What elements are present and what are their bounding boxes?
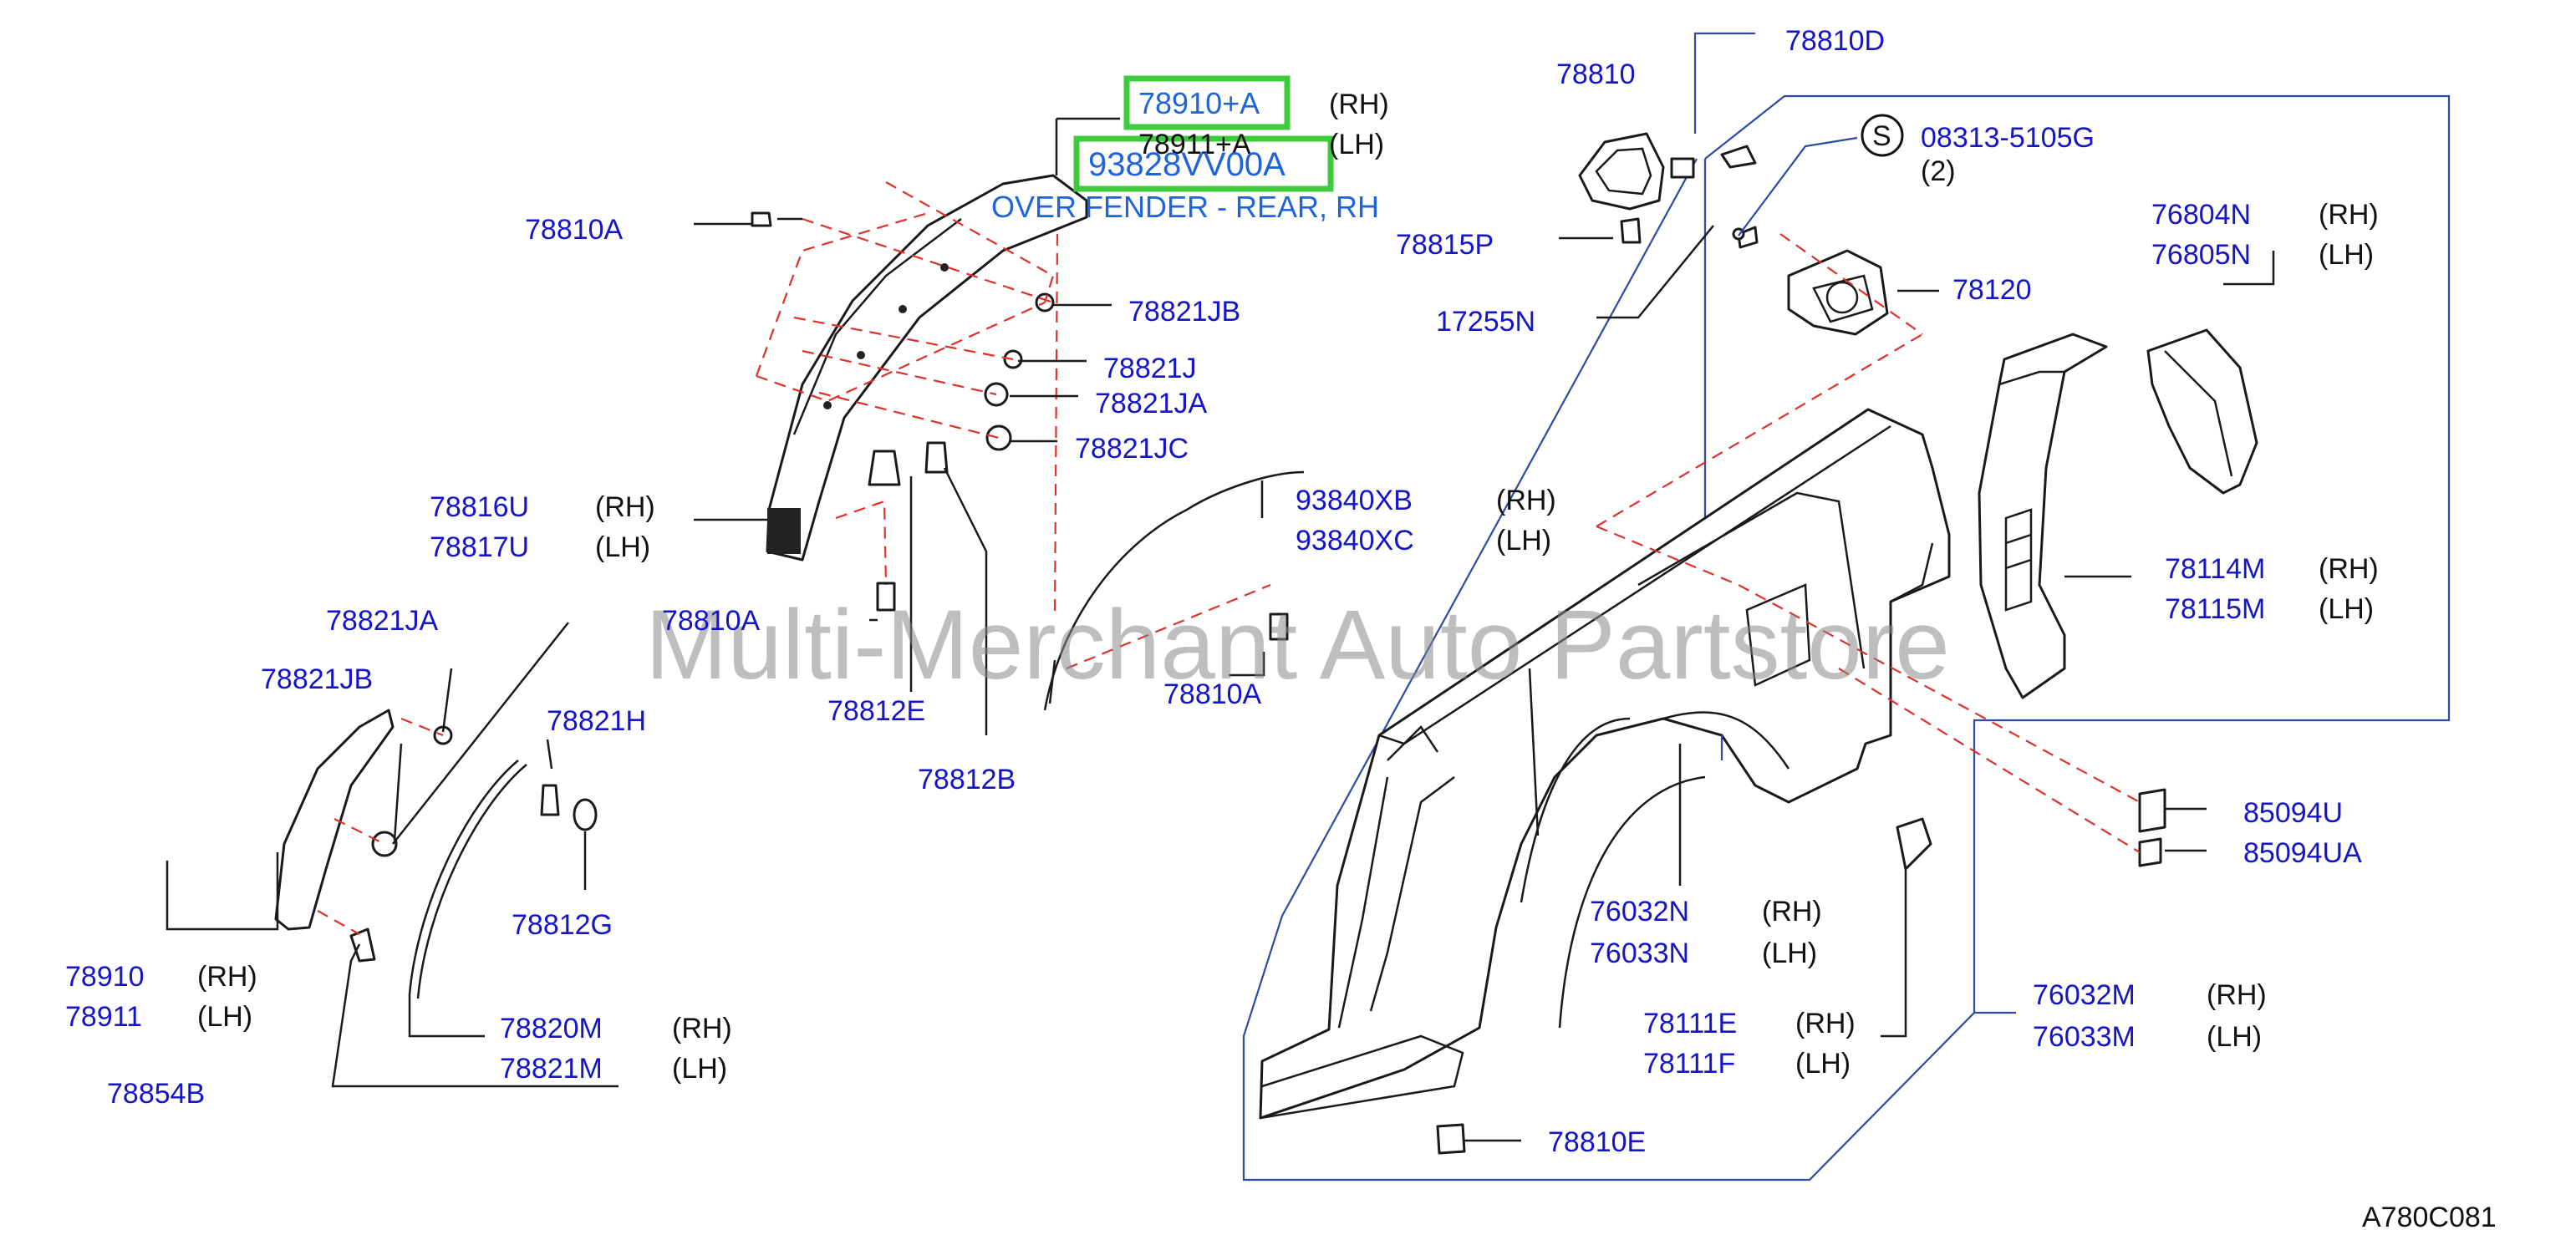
highlight-box-part-no: [1123, 75, 1291, 130]
part-label-78821H[interactable]: 78821H: [547, 705, 646, 737]
highlight-part-number[interactable]: 78910+A: [1138, 86, 1260, 120]
quantity-08313: (2): [1921, 155, 1956, 187]
inner-wheelhouse: [1558, 775, 1706, 1029]
rear-body-side-panel: [1259, 408, 1951, 1120]
side-rh-78910A: (RH): [1329, 89, 1389, 120]
part-label-78810A-3[interactable]: 78810A: [1163, 678, 1262, 710]
part-label-78111E[interactable]: 78111E: [1643, 1008, 1737, 1039]
side-rh-93840XB: (RH): [1496, 485, 1556, 516]
fasteners: [349, 145, 2166, 1155]
highlight-oem-number[interactable]: 93828VV00A: [1088, 146, 1285, 183]
part-label-78910[interactable]: 78910: [65, 961, 145, 993]
side-rh-78820M: (RH): [672, 1013, 732, 1044]
part-label-78815P[interactable]: 78815P: [1396, 229, 1494, 261]
part-label-78810[interactable]: 78810: [1556, 58, 1636, 90]
part-label-76804N[interactable]: 76804N: [2151, 199, 2251, 231]
side-lh-93840XC: (LH): [1496, 525, 1551, 556]
side-lh-78911: (LH): [197, 1001, 252, 1033]
fender-seal: [1043, 470, 1305, 711]
part-label-78820M[interactable]: 78820M: [500, 1013, 603, 1044]
part-label-78821J[interactable]: 78821J: [1103, 353, 1197, 384]
part-label-85094UA[interactable]: 85094UA: [2243, 837, 2362, 869]
watermark: Multi-Merchant Auto Partstore: [645, 590, 1950, 700]
part-label-76033M[interactable]: 76033M: [2033, 1021, 2136, 1053]
part-label-78854B[interactable]: 78854B: [107, 1078, 205, 1110]
part-label-78120[interactable]: 78120: [1952, 274, 2032, 306]
side-rh-76804N: (RH): [2319, 199, 2379, 231]
assembly-lines: [317, 181, 2141, 935]
highlight-box-oem-no: [1073, 135, 1334, 192]
diagram-id: A780C081: [2362, 1202, 2497, 1233]
part-label-78812B[interactable]: 78812B: [918, 764, 1016, 795]
over-fender-rear: [766, 174, 1088, 562]
part-label-78812E[interactable]: 78812E: [827, 695, 925, 727]
side-lh-76805N: (LH): [2319, 239, 2374, 271]
part-label-93840XB[interactable]: 93840XB: [1296, 485, 1413, 516]
part-label-78810D[interactable]: 78810D: [1785, 25, 1885, 57]
part-label-78810E[interactable]: 78810E: [1548, 1126, 1646, 1158]
part-label-78816U[interactable]: 78816U: [430, 491, 529, 523]
fuel-lid: [1578, 132, 1695, 211]
part-label-85094U[interactable]: 85094U: [2243, 797, 2343, 829]
pillar-trim: [1978, 333, 2108, 699]
side-lh-78111F: (LH): [1795, 1048, 1851, 1080]
part-label-76032N[interactable]: 76032N: [1590, 896, 1689, 927]
highlight-description: OVER FENDER - REAR, RH: [991, 190, 1379, 224]
part-label-76033N[interactable]: 76033N: [1590, 938, 1689, 969]
part-label-76032M[interactable]: 76032M: [2033, 979, 2136, 1011]
part-label-78111F[interactable]: 78111F: [1643, 1048, 1735, 1080]
side-lh-76033M: (LH): [2207, 1021, 2262, 1053]
blue-leaders: [1693, 32, 2016, 1014]
svg-text:S: S: [1872, 120, 1891, 152]
part-label-93840XC[interactable]: 93840XC: [1296, 525, 1414, 556]
part-label-78821JB[interactable]: 78821JB: [1128, 296, 1240, 328]
part-label-78821JB-2[interactable]: 78821JB: [261, 663, 373, 695]
part-label-78911A: 78911+A: [1138, 129, 1251, 160]
side-rh-78111E: (RH): [1795, 1008, 1856, 1039]
side-lh-78911A: (LH): [1329, 129, 1384, 160]
side-lh-78821M: (LH): [672, 1053, 727, 1085]
part-label-78114M[interactable]: 78114M: [2165, 553, 2265, 585]
side-lh-78817U: (LH): [595, 531, 650, 563]
part-label-78821M[interactable]: 78821M: [500, 1053, 603, 1085]
side-rh-78910: (RH): [197, 961, 257, 993]
part-label-78911[interactable]: 78911: [65, 1001, 142, 1033]
leader-lines: [165, 117, 2275, 1142]
side-rh-78816U: (RH): [595, 491, 655, 523]
part-label-78810A[interactable]: 78810A: [525, 214, 624, 246]
corner-trim-piece: [2146, 328, 2258, 495]
side-rh-78114M: (RH): [2319, 553, 2379, 585]
part-label-78810A-2[interactable]: 78810A: [662, 605, 761, 637]
side-rh-76032N: (RH): [1762, 896, 1822, 927]
part-label-78821JA[interactable]: 78821JA: [1095, 388, 1208, 419]
part-label-08313-5105G[interactable]: 08313-5105G: [1921, 122, 2095, 154]
side-lh-78115M: (LH): [2319, 593, 2374, 625]
part-label-78812G[interactable]: 78812G: [512, 909, 613, 941]
part-label-76805N[interactable]: 76805N: [2151, 239, 2251, 271]
fender-moulding: [408, 760, 527, 999]
part-label-78817U[interactable]: 78817U: [430, 531, 529, 563]
part-label-78821JA-2[interactable]: 78821JA: [326, 605, 439, 637]
part-label-78115M[interactable]: 78115M: [2165, 593, 2265, 625]
part-label-78821JC[interactable]: 78821JC: [1075, 433, 1189, 465]
part-label-17255N[interactable]: 17255N: [1436, 306, 1535, 338]
side-rh-76032M: (RH): [2207, 979, 2267, 1011]
side-lh-76033N: (LH): [1762, 938, 1817, 969]
screw-symbol: S: [1861, 114, 1904, 157]
fuel-filler-housing: [1787, 249, 1889, 336]
